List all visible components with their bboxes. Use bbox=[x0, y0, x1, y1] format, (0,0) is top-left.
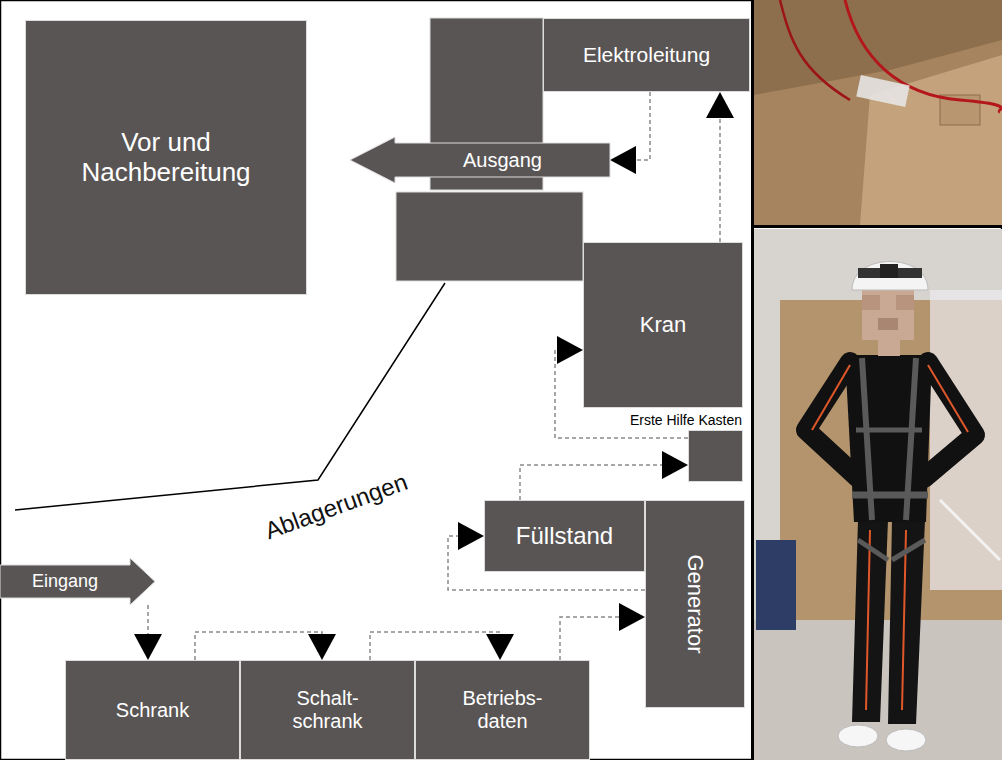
box-label: Generator bbox=[682, 554, 707, 653]
photo-room bbox=[754, 229, 1002, 760]
dashed-line bbox=[195, 632, 322, 660]
box-label: Schalt- schrank bbox=[283, 687, 373, 733]
arrow-head bbox=[557, 336, 583, 364]
arrow-head bbox=[458, 522, 484, 550]
person-shoe bbox=[886, 729, 926, 751]
walk-path bbox=[134, 605, 162, 660]
photo-cable bbox=[780, 0, 850, 100]
box-label: Vor und Nachbereitung bbox=[51, 128, 281, 188]
box-label: Füllstand bbox=[516, 522, 613, 550]
suit-piping bbox=[812, 365, 850, 430]
station-box: Betriebs- daten bbox=[415, 660, 590, 760]
walk-path bbox=[520, 451, 688, 500]
person-leg bbox=[888, 520, 925, 724]
dashed-line bbox=[719, 118, 721, 242]
helmet bbox=[852, 262, 928, 291]
area-label: Ablagerungen bbox=[261, 468, 411, 545]
wall-block bbox=[396, 192, 583, 281]
dashed-line bbox=[147, 605, 149, 634]
first-aid-box: Erste Hilfe Kasten bbox=[688, 430, 743, 482]
harness-strap bbox=[858, 540, 888, 560]
harness-strap bbox=[856, 428, 922, 433]
divider bbox=[754, 225, 1002, 228]
box-label: Ausgang bbox=[463, 149, 542, 172]
blurred-face bbox=[878, 318, 898, 330]
box-label: Erste Hilfe Kasten bbox=[630, 412, 742, 428]
suit-piping bbox=[928, 365, 968, 432]
station-box: Kran bbox=[583, 242, 743, 408]
photo-chair bbox=[756, 540, 796, 630]
arrow-outline bbox=[0, 558, 155, 605]
photo-cable bbox=[845, 0, 1001, 112]
arrow-head bbox=[308, 634, 336, 660]
photo-rope bbox=[940, 500, 1000, 560]
blurred-face bbox=[896, 295, 914, 310]
dashed-line bbox=[370, 632, 500, 660]
walk-path bbox=[706, 92, 734, 242]
dashed-line bbox=[560, 617, 619, 660]
arrow-head bbox=[706, 92, 734, 118]
divider bbox=[751, 0, 754, 760]
arrow-outline bbox=[350, 137, 610, 183]
station-box: Generator bbox=[645, 500, 745, 708]
person-shoe bbox=[838, 725, 878, 747]
person-torso bbox=[845, 355, 932, 522]
box-label: Betriebs- daten bbox=[450, 687, 555, 733]
entrance-arrow: Eingang bbox=[0, 558, 155, 605]
head-lamp bbox=[880, 264, 898, 278]
arrow-head bbox=[134, 634, 162, 660]
walk-path bbox=[610, 92, 650, 174]
room-box: Vor und Nachbereitung bbox=[25, 20, 307, 295]
harness-strap bbox=[852, 492, 928, 499]
person-leg bbox=[852, 520, 888, 722]
exit-arrow: Ausgang bbox=[350, 137, 610, 183]
arrow-head bbox=[662, 451, 688, 479]
person-arm bbox=[806, 362, 858, 478]
blurred-face bbox=[862, 285, 914, 340]
station-box: Schalt- schrank bbox=[240, 660, 415, 760]
arrow-head bbox=[619, 603, 645, 631]
arrow-head bbox=[486, 634, 514, 660]
box-label: Kran bbox=[640, 312, 686, 337]
suit-piping bbox=[866, 530, 870, 710]
walk-path bbox=[560, 603, 645, 660]
arrow-head bbox=[610, 146, 636, 174]
photo-cardboard bbox=[754, 0, 1002, 225]
box-label: Elektroleitung bbox=[583, 43, 710, 67]
walk-path bbox=[195, 632, 336, 660]
walk-path bbox=[370, 632, 514, 660]
photo-clip bbox=[856, 75, 909, 107]
station-box: Füllstand bbox=[484, 500, 645, 572]
station-box: Elektroleitung bbox=[543, 18, 750, 92]
harness-strap bbox=[892, 540, 925, 560]
box-label: Eingang bbox=[32, 571, 98, 592]
station-box: Schrank bbox=[65, 660, 240, 760]
dashed-line bbox=[636, 92, 650, 160]
box-label: Schrank bbox=[116, 699, 189, 722]
blurred-face bbox=[862, 295, 880, 310]
dashed-line bbox=[520, 465, 662, 500]
suit-piping bbox=[902, 530, 906, 710]
person-arm bbox=[924, 362, 975, 478]
